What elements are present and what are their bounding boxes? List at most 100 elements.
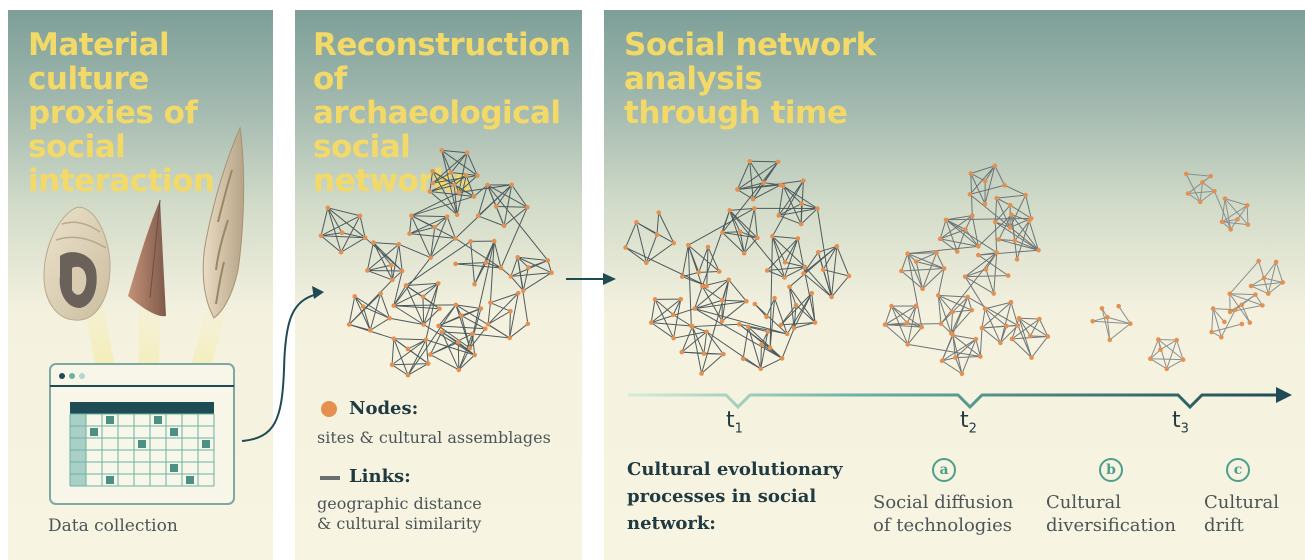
- network-node: [846, 273, 852, 279]
- network-link: [778, 214, 802, 225]
- legend-nodes-label: Nodes:: [349, 398, 419, 419]
- network-link: [907, 343, 981, 357]
- network-link: [1038, 318, 1049, 337]
- network-link: [446, 216, 456, 239]
- grid-filled-cell: [170, 428, 178, 436]
- network-link: [698, 271, 720, 273]
- network-node: [1023, 192, 1028, 198]
- network-link: [722, 232, 745, 254]
- network-node: [670, 312, 676, 318]
- process-badge-b: b: [1099, 458, 1123, 482]
- network-link: [922, 252, 937, 290]
- network-link: [1263, 277, 1283, 283]
- network-link: [458, 152, 468, 193]
- network-link: [737, 182, 764, 191]
- network-link: [441, 331, 473, 335]
- network-link: [438, 325, 486, 330]
- network-link: [993, 252, 998, 294]
- network-node: [1045, 334, 1051, 339]
- network-link: [453, 185, 458, 215]
- network-link: [831, 275, 850, 298]
- network-node: [1026, 218, 1032, 224]
- network-link: [510, 257, 519, 277]
- network-link: [884, 324, 922, 328]
- network-node: [969, 213, 975, 218]
- network-link: [701, 210, 731, 287]
- network-node: [508, 274, 514, 279]
- network-link: [955, 338, 977, 358]
- network-link: [1011, 214, 1030, 222]
- network-node: [967, 192, 973, 197]
- network-node: [1261, 275, 1267, 281]
- network-node: [899, 268, 904, 274]
- process-c-line2: drift: [1204, 515, 1244, 536]
- network-node: [740, 356, 746, 361]
- network-node: [905, 251, 910, 256]
- network-node: [965, 294, 970, 300]
- network-link: [411, 195, 475, 217]
- network-link: [706, 331, 762, 370]
- network-link: [510, 276, 524, 292]
- network-node: [515, 254, 520, 260]
- network-link: [1250, 277, 1265, 287]
- network-link: [432, 171, 458, 216]
- network-link: [922, 268, 945, 290]
- network-link: [985, 269, 995, 294]
- network-link: [703, 331, 708, 354]
- data-collection-caption: Data collection: [48, 516, 178, 536]
- network-node: [1180, 357, 1186, 362]
- network-node: [407, 231, 412, 236]
- network-link: [748, 326, 768, 333]
- network-node: [1239, 302, 1245, 308]
- network-link: [438, 315, 462, 327]
- network-node: [737, 229, 743, 235]
- network-link: [1229, 293, 1256, 296]
- network-link: [907, 253, 945, 269]
- network-link: [363, 306, 390, 319]
- network-node: [767, 345, 773, 351]
- network-link: [941, 360, 963, 375]
- network-node: [390, 277, 395, 283]
- network-link: [391, 339, 427, 366]
- network-link: [425, 339, 475, 356]
- network-link: [1011, 214, 1039, 251]
- network-node: [1235, 217, 1240, 222]
- network-node: [962, 274, 968, 279]
- network-node: [378, 291, 383, 296]
- network-node: [507, 335, 512, 341]
- process-badge-c: c: [1226, 458, 1250, 482]
- network-node: [451, 182, 457, 188]
- network-link: [1025, 194, 1032, 219]
- network-link: [950, 312, 954, 334]
- network-node: [770, 233, 775, 239]
- network-link: [780, 292, 813, 326]
- network-link: [650, 299, 656, 323]
- network-link: [341, 232, 366, 239]
- shell-artifact-icon: [43, 207, 111, 321]
- network-node: [454, 212, 460, 218]
- network-node: [758, 366, 764, 372]
- network-node: [1227, 309, 1233, 315]
- network-link: [1263, 261, 1277, 279]
- network-link: [489, 241, 495, 303]
- network-node: [937, 236, 943, 242]
- network-link: [1241, 304, 1251, 323]
- network-link: [1268, 281, 1284, 295]
- network-link: [434, 216, 448, 228]
- network-node: [704, 283, 710, 289]
- network-link: [1017, 325, 1032, 358]
- network-node: [1164, 366, 1170, 372]
- network-node: [992, 163, 998, 169]
- network-node: [634, 220, 639, 225]
- network-link: [800, 208, 818, 225]
- connector-arrowhead-2: [603, 273, 616, 285]
- network-node: [1105, 314, 1110, 320]
- network-link: [673, 299, 682, 339]
- network-link: [701, 279, 730, 374]
- network-link: [523, 272, 552, 292]
- network-link: [461, 315, 486, 330]
- grid-filled-cell: [90, 428, 98, 436]
- network-node: [352, 294, 358, 299]
- network-link: [694, 279, 730, 309]
- network-node: [525, 204, 530, 210]
